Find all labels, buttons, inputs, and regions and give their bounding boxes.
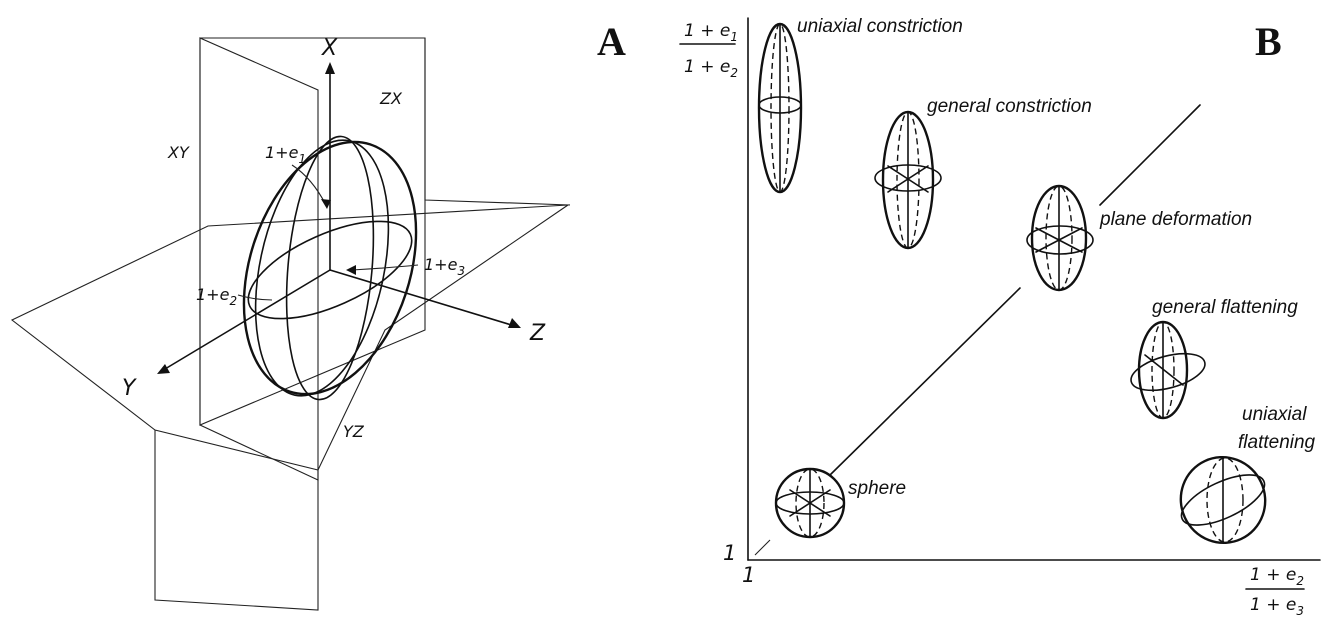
plane-deformation-ellipsoid xyxy=(1026,184,1094,292)
y-axis-arrow xyxy=(157,364,170,374)
uniaxial-flattening-ellipsoid xyxy=(1179,455,1267,545)
z-axis-line xyxy=(329,269,519,328)
panel-a-label: A xyxy=(597,19,626,64)
yz-plane-label: YZ xyxy=(343,422,365,441)
e1-leader-arrow xyxy=(321,199,331,209)
ellipsoid-equator xyxy=(247,220,413,320)
e3-label: 1+e3 xyxy=(424,255,465,278)
sphere-shape xyxy=(774,467,846,539)
sphere-label: sphere xyxy=(848,478,906,499)
uniaxial-flattening-label-line2: flattening xyxy=(1238,432,1316,453)
e3-leader xyxy=(351,264,419,271)
b-y-axis-numerator: 1 + e1 xyxy=(684,21,738,44)
b-x-axis-fraction: 1 + e2 1 + e3 xyxy=(1245,565,1305,618)
panel-b-label: B xyxy=(1255,19,1282,64)
b-y-axis-denominator: 1 + e2 xyxy=(684,57,738,80)
b-y-axis-fraction: 1 + e1 1 + e2 xyxy=(679,21,738,80)
general-constriction-ellipsoid xyxy=(874,110,942,250)
b-origin-tick xyxy=(754,539,771,556)
lower-plane-edge xyxy=(154,430,319,611)
uniaxial-constriction-label: uniaxial constriction xyxy=(797,16,963,37)
xy-plane xyxy=(199,37,319,481)
b-x-axis-numerator: 1 + e2 xyxy=(1250,565,1304,588)
diagonal-line-1 xyxy=(829,287,1021,476)
general-flattening-ellipsoid xyxy=(1130,320,1206,420)
ellipsoid-outline xyxy=(242,140,418,396)
ellipsoid-meridian-2 xyxy=(254,139,390,397)
xy-plane-label: XY xyxy=(167,143,190,162)
z-axis-label: Z xyxy=(529,321,546,346)
uniaxial-flattening-label-line1: uniaxial xyxy=(1242,404,1307,425)
b-origin-x-label: 1 xyxy=(742,563,755,587)
e2-label: 1+e2 xyxy=(196,285,237,308)
b-origin-y-label: 1 xyxy=(723,541,736,565)
general-constriction-label: general constriction xyxy=(927,96,1092,117)
e3-leader-arrow xyxy=(346,265,356,275)
plane-deformation-label: plane deformation xyxy=(1099,209,1252,230)
e1-label: 1+e1 xyxy=(265,143,306,166)
panel-b: 1 + e1 1 + e2 1 + e2 1 + e3 1 1 xyxy=(679,16,1321,618)
y-axis-label: Y xyxy=(122,376,137,401)
uniaxial-constriction-ellipsoid xyxy=(757,22,803,194)
z-axis-arrow xyxy=(508,318,521,328)
b-x-axis-denominator: 1 + e3 xyxy=(1250,595,1304,618)
panel-a: X Z Y XY ZX YZ 1+e1 1+e2 1+e3 A xyxy=(10,19,626,611)
x-axis-arrow xyxy=(325,62,335,74)
zx-plane-label: ZX xyxy=(379,89,403,108)
zx-plane xyxy=(199,37,426,426)
x-axis-label: X xyxy=(321,36,338,61)
diagonal-line-2 xyxy=(1099,104,1201,206)
back-plane-edge xyxy=(424,38,571,206)
ellipsoid-meridian-1 xyxy=(285,135,375,401)
general-flattening-label: general flattening xyxy=(1152,297,1298,318)
e2-leader xyxy=(237,294,273,301)
